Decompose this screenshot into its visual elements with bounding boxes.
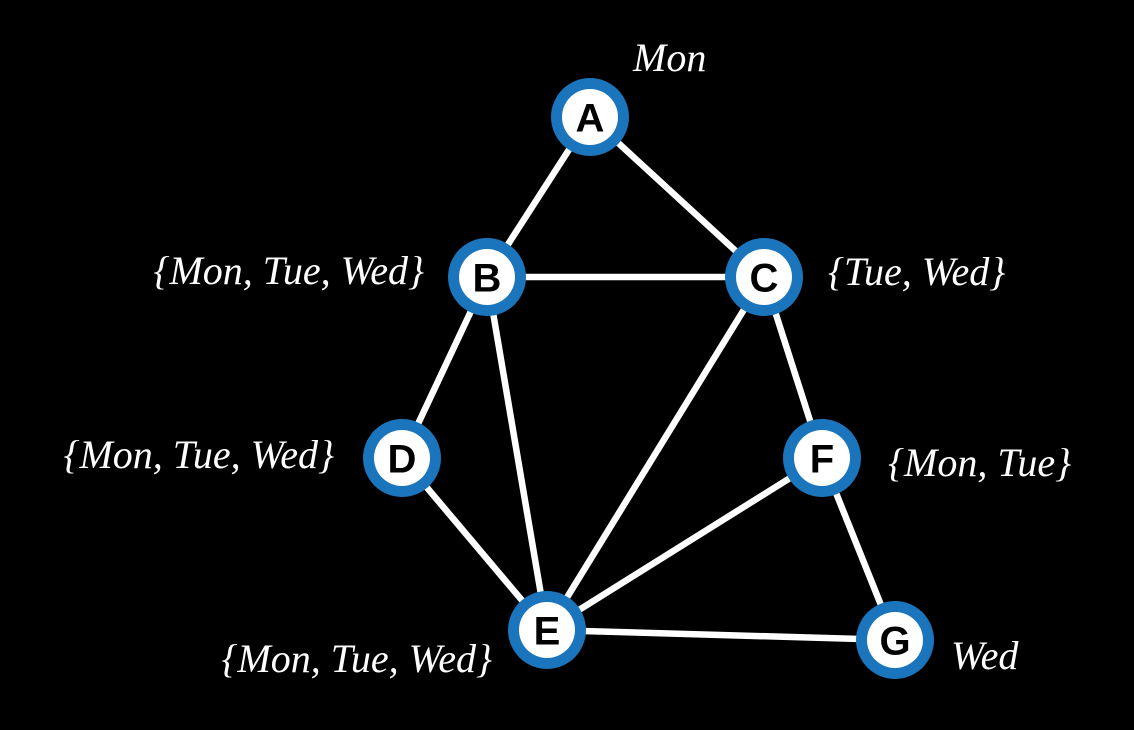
edge-C-E xyxy=(543,273,768,634)
node-F-letter: F xyxy=(810,437,834,481)
node-D-fill xyxy=(374,430,430,486)
node-B-domain-label: {Mon, Tue, Wed} xyxy=(153,248,424,293)
node-G-fill xyxy=(867,612,923,668)
edge-B-E xyxy=(483,273,551,634)
node-B: B xyxy=(448,238,526,316)
edges-layer xyxy=(398,113,899,644)
node-A-fill xyxy=(562,89,618,145)
node-C-fill xyxy=(736,249,792,305)
nodes-layer: A B C D E F G xyxy=(363,78,934,679)
node-G-letter: G xyxy=(879,619,910,663)
node-D: D xyxy=(363,419,441,497)
node-E-fill xyxy=(519,602,575,658)
node-F-fill xyxy=(794,430,850,486)
node-A-letter: A xyxy=(576,96,605,140)
node-F-domain-label: {Mon, Tue} xyxy=(888,440,1071,485)
node-C: C xyxy=(725,238,803,316)
node-G: G xyxy=(856,601,934,679)
node-C-domain-label: {Tue, Wed} xyxy=(828,249,1005,294)
node-A: A xyxy=(551,78,629,156)
node-A-domain-label: Mon xyxy=(632,35,706,80)
node-B-letter: B xyxy=(473,256,502,300)
labels-layer: Mon {Mon, Tue, Wed} {Tue, Wed} {Mon, Tue, W… xyxy=(63,35,1071,681)
node-E-domain-label: {Mon, Tue, Wed} xyxy=(221,636,492,681)
node-F: F xyxy=(783,419,861,497)
edge-E-F xyxy=(543,454,826,634)
node-E: E xyxy=(508,591,586,669)
node-C-letter: C xyxy=(750,256,779,300)
node-B-fill xyxy=(459,249,515,305)
node-E-letter: E xyxy=(534,609,561,653)
node-G-domain-label: Wed xyxy=(951,633,1019,678)
edge-E-G xyxy=(543,626,899,644)
node-D-letter: D xyxy=(388,437,417,481)
node-D-domain-label: {Mon, Tue, Wed} xyxy=(63,432,334,477)
edge-A-C xyxy=(586,113,768,281)
